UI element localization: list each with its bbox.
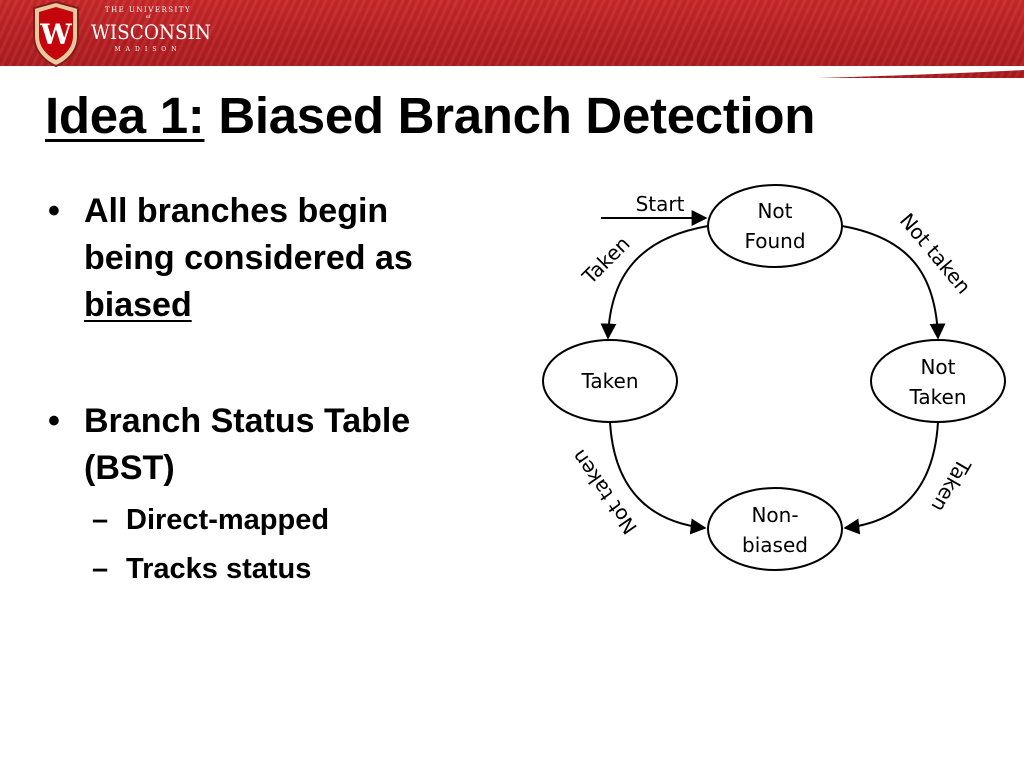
bullet-text: All branches begin being considered as b… [84,188,484,329]
wordmark-top: THE UNIVERSITY [104,6,192,14]
header-banner [0,0,1024,78]
sub-bullet-text: Direct-mapped [126,504,330,536]
bullet-1-emphasis: biased [84,286,192,324]
state-not-found [707,184,843,268]
wordmark-of: of [145,14,151,20]
label-notfound-to-taken: Taken [577,231,635,289]
sub-bullet-text: Tracks status [126,553,312,585]
state-taken-label: Taken [580,369,638,393]
uw-crest-logo: W [33,0,79,68]
state-non-biased [707,487,843,571]
banner-curve [0,66,1024,85]
state-not-taken [870,339,1006,423]
bullet-marker: • [48,192,60,230]
state-non-biased-line-1: Non- [751,503,798,527]
label-taken-to-nonbiased: Not taken [567,445,642,539]
transition-notfound-to-taken [600,225,709,340]
label-nottaken-to-nonbiased: Taken [926,454,976,516]
start-label: Start [636,192,685,216]
bullet-item-1: • All branches begin being considered as… [48,188,488,329]
bullet-2-line-2: (BST) [84,449,175,487]
bullet-2-line-1: Branch Status Table [84,402,411,440]
transition-taken-to-nonbiased [609,421,707,535]
svg-text:W: W [39,18,72,51]
state-not-taken-line-1: Not [920,355,955,379]
title-rest: Biased Branch Detection [204,87,816,144]
bullet-marker: • [48,402,60,440]
bullet-text: Branch Status Table (BST) [84,398,484,492]
bullet-item-2: • Branch Status Table (BST) [48,398,488,492]
state-diagram: Start Taken Not taken Not taken Taken No… [530,170,1024,590]
transition-nottaken-to-nonbiased [843,421,939,535]
title-prefix: Idea 1: [45,87,205,144]
transition-notfound-to-nottaken [841,225,946,340]
state-taken [542,339,678,423]
state-not-found-line-2: Found [744,229,805,253]
uw-wordmark: THE UNIVERSITY of WISCONSIN MADISON [86,6,211,58]
state-not-taken-line-2: Taken [908,385,966,409]
state-not-found-line-1: Not [757,199,792,223]
slide-title: Idea 1: Biased Branch Detection [45,86,815,145]
state-non-biased-line-2: biased [742,533,808,557]
wordmark-main: WISCONSIN [90,20,211,44]
bullet-1-line-1: All branches begin [84,192,389,230]
sub-bullet-marker: – [92,553,109,585]
wordmark-bottom: MADISON [114,46,182,53]
bullet-1-line-2: being considered as [84,239,413,277]
sub-bullet-marker: – [92,504,109,536]
